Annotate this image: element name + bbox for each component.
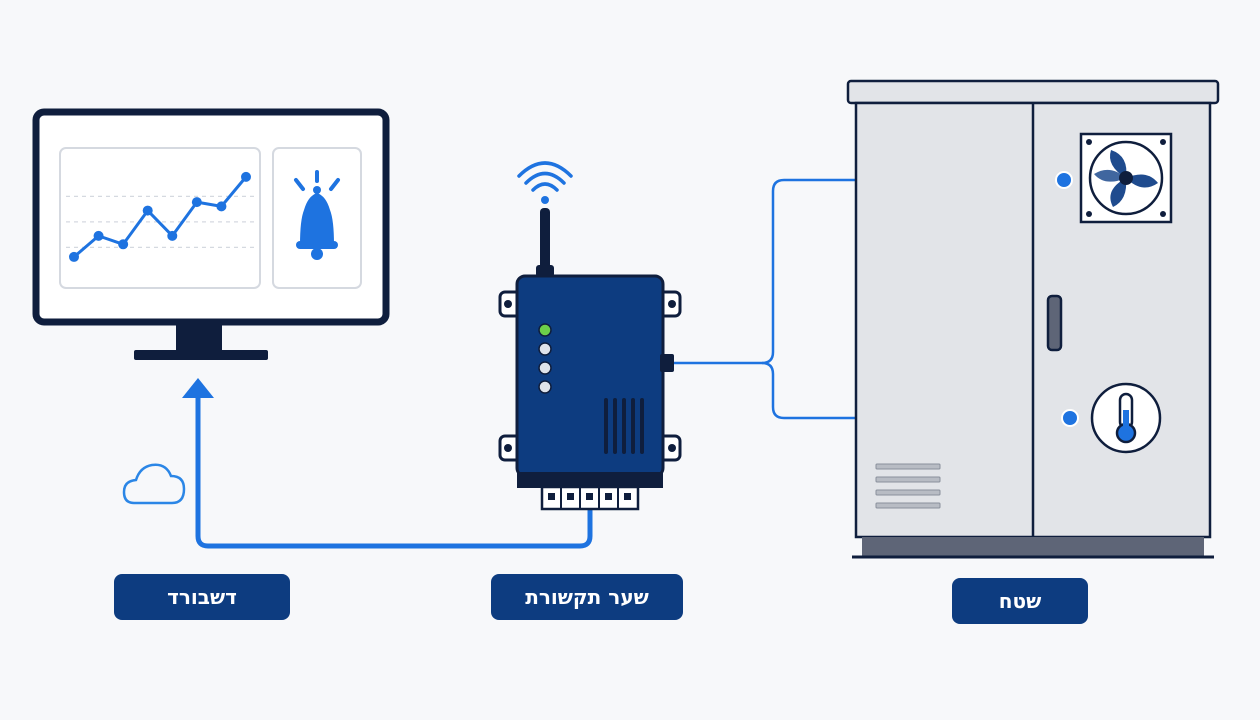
- chart-point-6: [216, 201, 227, 212]
- thermometer-icon: [1090, 382, 1162, 454]
- fan-sensor-node: [1055, 171, 1073, 189]
- bell-icon: [294, 170, 340, 260]
- field-label: שטח: [952, 578, 1088, 624]
- wifi-icon: [517, 161, 573, 204]
- door-handle: [1046, 294, 1063, 352]
- trend-chart-panel: [59, 147, 261, 289]
- cloud-icon: [122, 463, 186, 505]
- chart-point-1: [93, 230, 104, 241]
- monitor: [32, 108, 390, 360]
- side-port: [660, 354, 674, 372]
- sensor-wires: [674, 178, 1066, 420]
- chart-point-0: [69, 251, 79, 262]
- uplink-arrow: [182, 378, 593, 549]
- alert-panel: [272, 147, 362, 289]
- vent-slots: [604, 398, 644, 454]
- dashboard-label: דשבורד: [114, 574, 290, 620]
- cabinet-louvers: [875, 463, 941, 509]
- field-cabinet: [846, 79, 1220, 559]
- gateway-label: שער תקשורת: [491, 574, 683, 620]
- chart-point-5: [191, 197, 202, 208]
- chart-point-4: [167, 230, 178, 241]
- chart-points: [69, 171, 251, 262]
- status-leds: [538, 323, 552, 394]
- temp-sensor-node: [1061, 409, 1079, 427]
- chart-point-7: [241, 171, 251, 182]
- terminal-block: [540, 485, 640, 511]
- gateway-device: [498, 161, 682, 511]
- antenna: [540, 208, 550, 270]
- fan-icon: [1079, 132, 1173, 224]
- chart-point-2: [118, 239, 129, 250]
- chart-point-3: [142, 205, 153, 216]
